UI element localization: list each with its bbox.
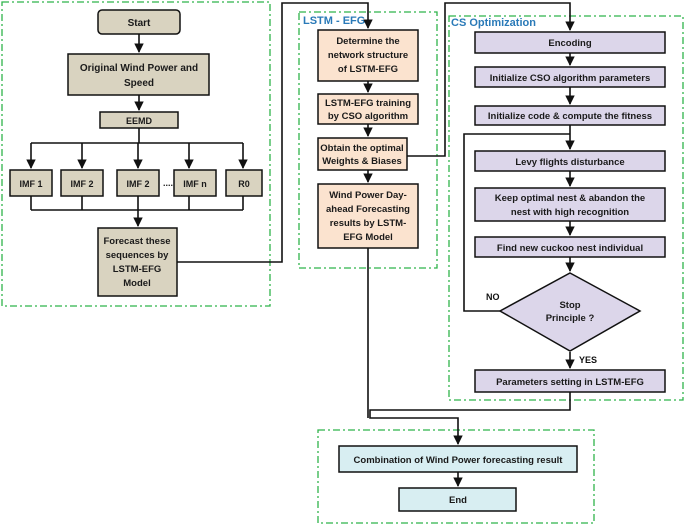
node-forecast-sequences: Forecast these sequences by LSTM-EFG Mod… xyxy=(97,227,178,297)
svg-text:IMF 2: IMF 2 xyxy=(70,179,93,189)
node-combination: Combination of Wind Power forecasting re… xyxy=(338,445,578,473)
svg-text:EEMD: EEMD xyxy=(126,116,153,126)
section-combination xyxy=(317,429,595,524)
node-imf-n: IMF n xyxy=(173,169,217,197)
svg-text:Stop: Stop xyxy=(559,300,580,311)
node-wind-day-ahead: Wind Power Day- ahead Forecasting result… xyxy=(317,183,419,249)
svg-text:IMF 2: IMF 2 xyxy=(126,179,149,189)
svg-text:EFG Model: EFG Model xyxy=(343,232,393,243)
node-determine-structure: Determine the network structure of LSTM-… xyxy=(317,29,419,82)
svg-text:Parameters setting in LSTM-EFG: Parameters setting in LSTM-EFG xyxy=(496,377,644,388)
svg-text:Combination of Wind Power fore: Combination of Wind Power forecasting re… xyxy=(354,455,564,466)
svg-text:ahead Forecasting: ahead Forecasting xyxy=(326,204,410,215)
imf-ellipsis: ..... xyxy=(163,178,176,188)
svg-text:Speed: Speed xyxy=(124,78,154,89)
section-title-lstm: LSTM - EFG xyxy=(303,15,365,27)
svg-text:End: End xyxy=(449,495,467,506)
node-init-code: Initialize code & compute the fitness xyxy=(474,105,666,126)
svg-text:results by LSTM-: results by LSTM- xyxy=(330,218,407,229)
svg-text:Initialize CSO algorithm param: Initialize CSO algorithm parameters xyxy=(490,73,651,84)
node-init-params: Initialize CSO algorithm parameters xyxy=(474,66,666,88)
node-imf-1: IMF 1 xyxy=(9,169,53,197)
svg-text:IMF n: IMF n xyxy=(183,179,207,189)
edge-label-yes: YES xyxy=(579,355,597,365)
svg-text:Obtain the optimal: Obtain the optimal xyxy=(320,143,403,154)
svg-text:of LSTM-EFG: of LSTM-EFG xyxy=(338,64,398,75)
section-left-decomposition xyxy=(1,1,271,307)
svg-text:Initialize code & compute the: Initialize code & compute the fitness xyxy=(488,111,652,122)
svg-text:Find new cuckoo nest individua: Find new cuckoo nest individual xyxy=(497,243,643,254)
svg-text:Encoding: Encoding xyxy=(548,38,591,49)
connectors xyxy=(26,2,575,487)
node-eemd: EEMD xyxy=(99,111,179,129)
svg-text:Keep optimal nest & abandon th: Keep optimal nest & abandon the xyxy=(495,193,645,204)
node-stop-principle: Stop Principle ? xyxy=(498,272,642,352)
section-title-cs: CS Optimization xyxy=(451,17,536,29)
node-obtain-weights: Obtain the optimal Weights & Biases xyxy=(317,137,408,171)
svg-text:Principle ?: Principle ? xyxy=(546,313,595,324)
node-keep-optimal-nest: Keep optimal nest & abandon the nest wit… xyxy=(474,187,666,222)
svg-text:LSTM-EFG: LSTM-EFG xyxy=(113,264,162,275)
node-imf-2a: IMF 2 xyxy=(60,169,104,197)
node-levy-flights: Levy flights disturbance xyxy=(474,150,666,172)
svg-text:network structure: network structure xyxy=(328,50,408,61)
svg-text:Original Wind Power and: Original Wind Power and xyxy=(80,63,198,74)
svg-text:Levy flights disturbance: Levy flights disturbance xyxy=(515,157,624,168)
svg-text:LSTM-EFG training: LSTM-EFG training xyxy=(325,98,411,109)
svg-text:sequences by: sequences by xyxy=(106,250,170,261)
node-end: End xyxy=(398,487,517,512)
node-start: Start xyxy=(97,9,181,35)
svg-text:Determine the: Determine the xyxy=(336,36,399,47)
svg-text:nest with high recognition: nest with high recognition xyxy=(511,207,629,218)
node-original-wind-power: Original Wind Power and Speed xyxy=(67,53,210,96)
svg-text:Start: Start xyxy=(128,18,151,29)
node-imf-2b: IMF 2 xyxy=(116,169,160,197)
node-encoding: Encoding xyxy=(474,31,666,54)
svg-text:Forecast these: Forecast these xyxy=(103,236,170,247)
svg-text:IMF 1: IMF 1 xyxy=(19,179,42,189)
svg-text:Weights & Biases: Weights & Biases xyxy=(322,156,402,167)
svg-text:by CSO algorithm: by CSO algorithm xyxy=(328,111,408,122)
edge-label-no: NO xyxy=(486,292,500,302)
svg-text:Model: Model xyxy=(123,278,150,289)
svg-text:Wind Power Day-: Wind Power Day- xyxy=(329,190,407,201)
node-params-setting: Parameters setting in LSTM-EFG xyxy=(474,369,666,393)
svg-text:R0: R0 xyxy=(238,179,250,189)
node-find-new-nest: Find new cuckoo nest individual xyxy=(474,236,666,258)
section-cs-optimization xyxy=(448,15,684,401)
section-lstm-efg xyxy=(298,11,438,269)
node-lstm-training: LSTM-EFG training by CSO algorithm xyxy=(317,93,419,125)
node-r0: R0 xyxy=(225,169,263,197)
